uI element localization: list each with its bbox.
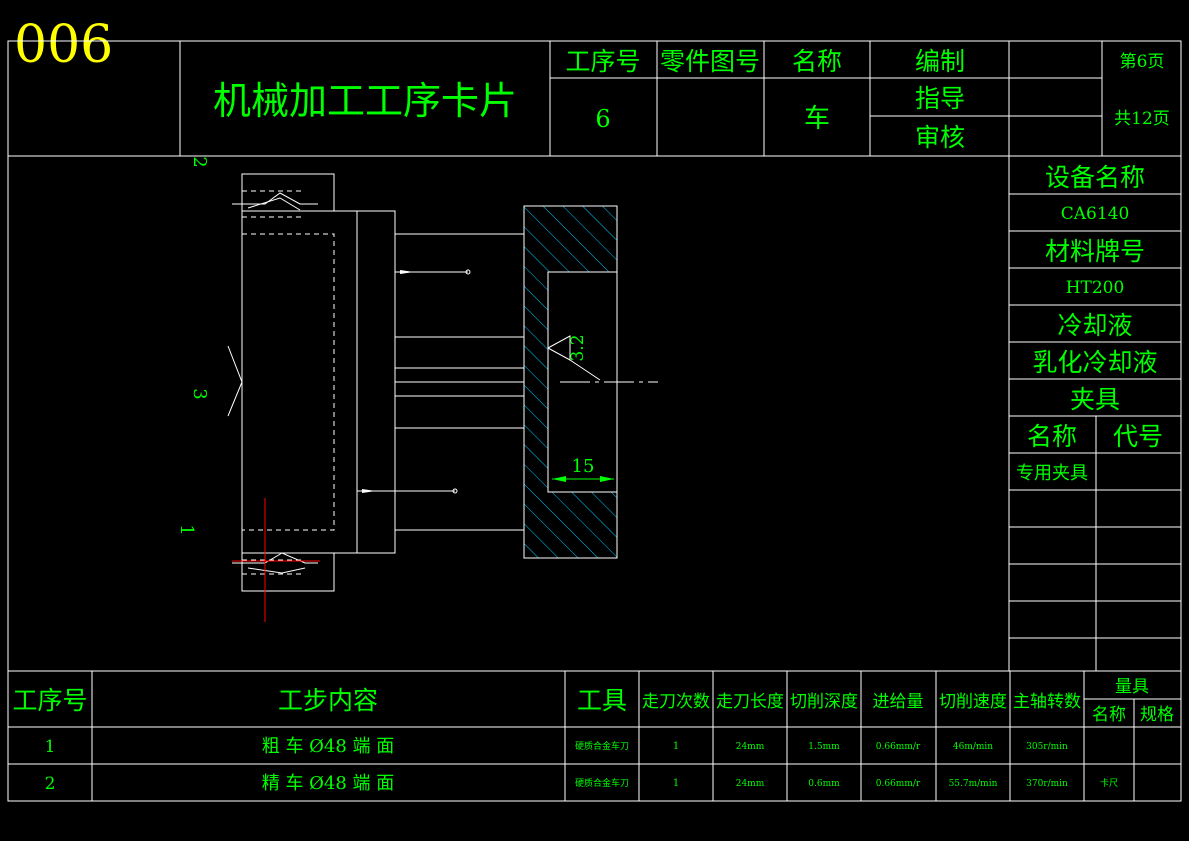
row2-content: 精 车 Ø48 端 面 [262,773,395,794]
row2-tool: 硬质合金车刀 [575,777,629,789]
th-gauge: 量具 [1115,677,1149,697]
header-process-no: 6 [595,105,610,133]
label-3: 3 [189,388,210,399]
arrow-head [400,270,414,274]
th-speed: 切削速度 [939,692,1007,712]
material-label: 材料牌号 [1045,237,1145,266]
row2-length: 24mm [736,779,765,789]
header-name-label: 名称 [792,47,842,76]
row2-spindle: 370r/min [1026,779,1068,789]
header-total-pages: 共12页 [1114,109,1170,129]
header-process-no-label: 工序号 [565,47,640,76]
fixture-label: 夹具 [1070,385,1120,414]
fixture-name-value: 专用夹具 [1016,463,1088,484]
header-part-drawing-no-label: 零件图号 [660,47,760,76]
row1-step: 1 [45,737,56,757]
drawing-number: 006 [14,15,113,75]
th-depth: 切削深度 [790,692,858,712]
roughness-value: 3.2 [568,334,588,361]
th-step: 工序号 [12,686,87,715]
th-gauge-name: 名称 [1092,705,1126,725]
fixture-code-label: 代号 [1113,422,1163,451]
row1-content: 粗 车 Ø48 端 面 [262,736,395,757]
header-guided-label: 指导 [915,84,965,113]
label-1: 1 [176,524,197,535]
th-gauge-spec: 规格 [1140,705,1174,725]
header-page: 第6页 [1120,52,1165,72]
workpiece-outline [227,173,524,592]
row1-tool: 硬质合金车刀 [575,740,629,752]
row1-spindle: 305r/min [1026,742,1068,752]
header-name: 车 [804,104,830,134]
equipment-value: CA6140 [1061,204,1130,224]
frame [7,40,1182,802]
step-table-row: 1 粗 车 Ø48 端 面 硬质合金车刀 1 24mm 1.5mm 0.66mm… [45,736,1068,757]
th-passes: 走刀次数 [642,692,710,712]
row2-passes: 1 [673,778,679,789]
th-length: 走刀长度 [716,692,784,712]
material-value: HT200 [1066,278,1125,298]
header-reviewed-label: 审核 [915,123,965,152]
dimension-value: 15 [572,456,595,477]
row2-step: 2 [45,774,56,794]
th-feed: 进给量 [873,692,924,712]
row1-speed: 46m/min [953,742,993,752]
th-spindle: 主轴转数 [1013,692,1081,712]
fixture-name-label: 名称 [1027,422,1077,451]
row1-depth: 1.5mm [808,742,840,752]
card-title: 机械加工工序卡片 [213,79,517,123]
arrow-head [362,489,376,493]
row1-passes: 1 [673,741,679,752]
th-tool: 工具 [577,686,627,715]
step-table-header: 工序号 工步内容 工具 走刀次数 走刀长度 切削深度 进给量 切削速度 主轴转数… [12,677,1174,725]
header-prepared-label: 编制 [915,47,965,76]
th-content: 工步内容 [278,686,378,715]
row1-feed: 0.66mm/r [876,742,921,752]
coolant-label: 冷却液 [1057,311,1132,340]
row1-length: 24mm [736,742,765,752]
roughness-symbol [547,335,571,361]
row2-gauge-name: 卡尺 [1100,777,1118,789]
row2-speed: 55.7m/min [949,779,998,789]
step-table-row: 2 精 车 Ø48 端 面 硬质合金车刀 1 24mm 0.6mm 0.66mm… [45,773,1118,794]
equipment-label: 设备名称 [1045,163,1145,192]
label-2: 2 [189,156,210,167]
row2-depth: 0.6mm [808,779,840,789]
row2-feed: 0.66mm/r [876,779,921,789]
coolant-value: 乳化冷却液 [1032,348,1157,377]
process-sketch: 3.2 15 2 3 1 [176,156,658,622]
